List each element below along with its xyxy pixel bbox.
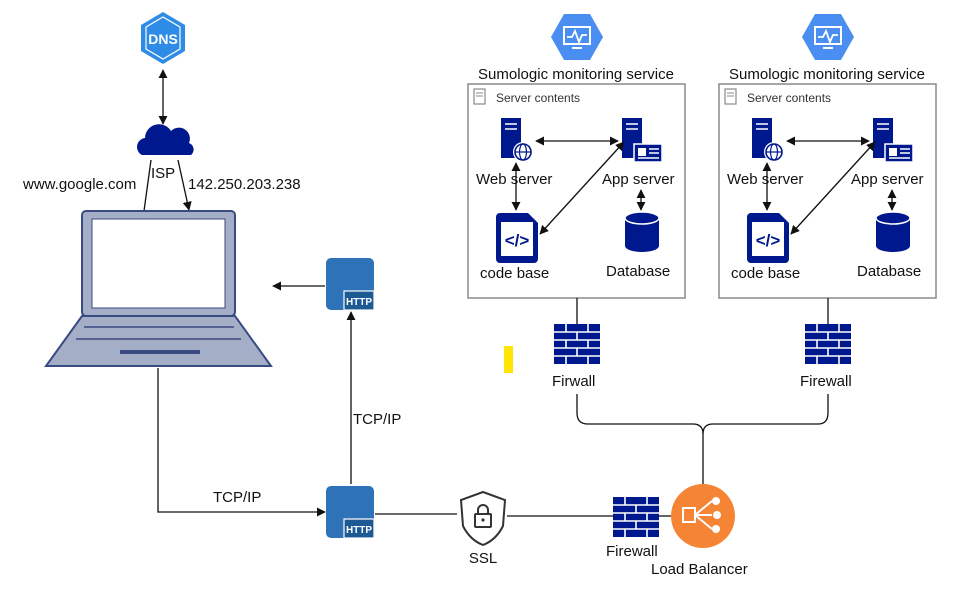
server-cluster-1: Sumologic monitoring service Server cont… (467, 13, 686, 390)
dns-label: DNS (148, 31, 178, 47)
dns-icon: DNS (141, 12, 185, 64)
database-icon (875, 211, 911, 253)
tcp-ip-right-label: TCP/IP (353, 411, 401, 428)
laptop-icon (44, 210, 273, 367)
domain-text: www.google.com (22, 176, 136, 193)
tcp-ip-left-label: TCP/IP (213, 489, 261, 506)
firewall-label: Firewall (800, 373, 852, 390)
firewall-icon (804, 323, 852, 365)
code-app-connector (790, 141, 876, 235)
ssl-label: SSL (469, 550, 497, 567)
yellow-marker (504, 346, 513, 373)
firewall-bottom-icon (612, 496, 660, 538)
monitoring-title: Sumologic monitoring service (478, 66, 674, 83)
app-server-label: App server (602, 171, 675, 188)
lb-to-right-firewall-connector (702, 394, 829, 435)
laptop-to-http-connector (157, 368, 326, 517)
ip-address-text: 142.250.203.238 (188, 176, 301, 193)
isp-laptop-arrow (177, 159, 192, 211)
code-base-label: code base (480, 265, 549, 282)
monitoring-title: Sumologic monitoring service (729, 66, 925, 83)
cloud-icon (137, 124, 194, 155)
app-server-icon (872, 117, 914, 163)
firewall-label: Firwall (552, 373, 595, 390)
server-contents-title: Server contents (496, 91, 580, 105)
web-server-label: Web server (476, 171, 552, 188)
http-icon-bottom (325, 485, 375, 539)
web-server-label: Web server (727, 171, 803, 188)
laptop-isp-line (143, 159, 152, 212)
isp-label: ISP (151, 165, 175, 182)
monitoring-icon (801, 13, 855, 61)
server-rack-icon (473, 88, 486, 105)
http-icon-top (325, 257, 375, 311)
server-cluster-2: Sumologic monitoring service Server cont… (718, 13, 937, 390)
database-icon (624, 211, 660, 253)
load-balancer-label: Load Balancer (651, 561, 748, 578)
firewall-icon (553, 323, 601, 365)
code-app-connector (539, 141, 625, 235)
database-label: Database (606, 263, 670, 280)
server-contents-title: Server contents (747, 91, 831, 105)
lb-to-left-firewall-connector (576, 394, 704, 484)
firewall-bottom-label: Firewall (606, 543, 658, 560)
web-server-icon (751, 117, 784, 162)
app-server-label: App server (851, 171, 924, 188)
server-rack-icon (724, 88, 737, 105)
code-base-icon (496, 213, 538, 263)
app-server-icon (621, 117, 663, 163)
monitoring-icon (550, 13, 604, 61)
shield-lock-icon (459, 490, 507, 547)
load-balancer-icon (671, 484, 735, 548)
code-base-label: code base (731, 265, 800, 282)
web-server-icon (500, 117, 533, 162)
code-base-icon (747, 213, 789, 263)
database-label: Database (857, 263, 921, 280)
